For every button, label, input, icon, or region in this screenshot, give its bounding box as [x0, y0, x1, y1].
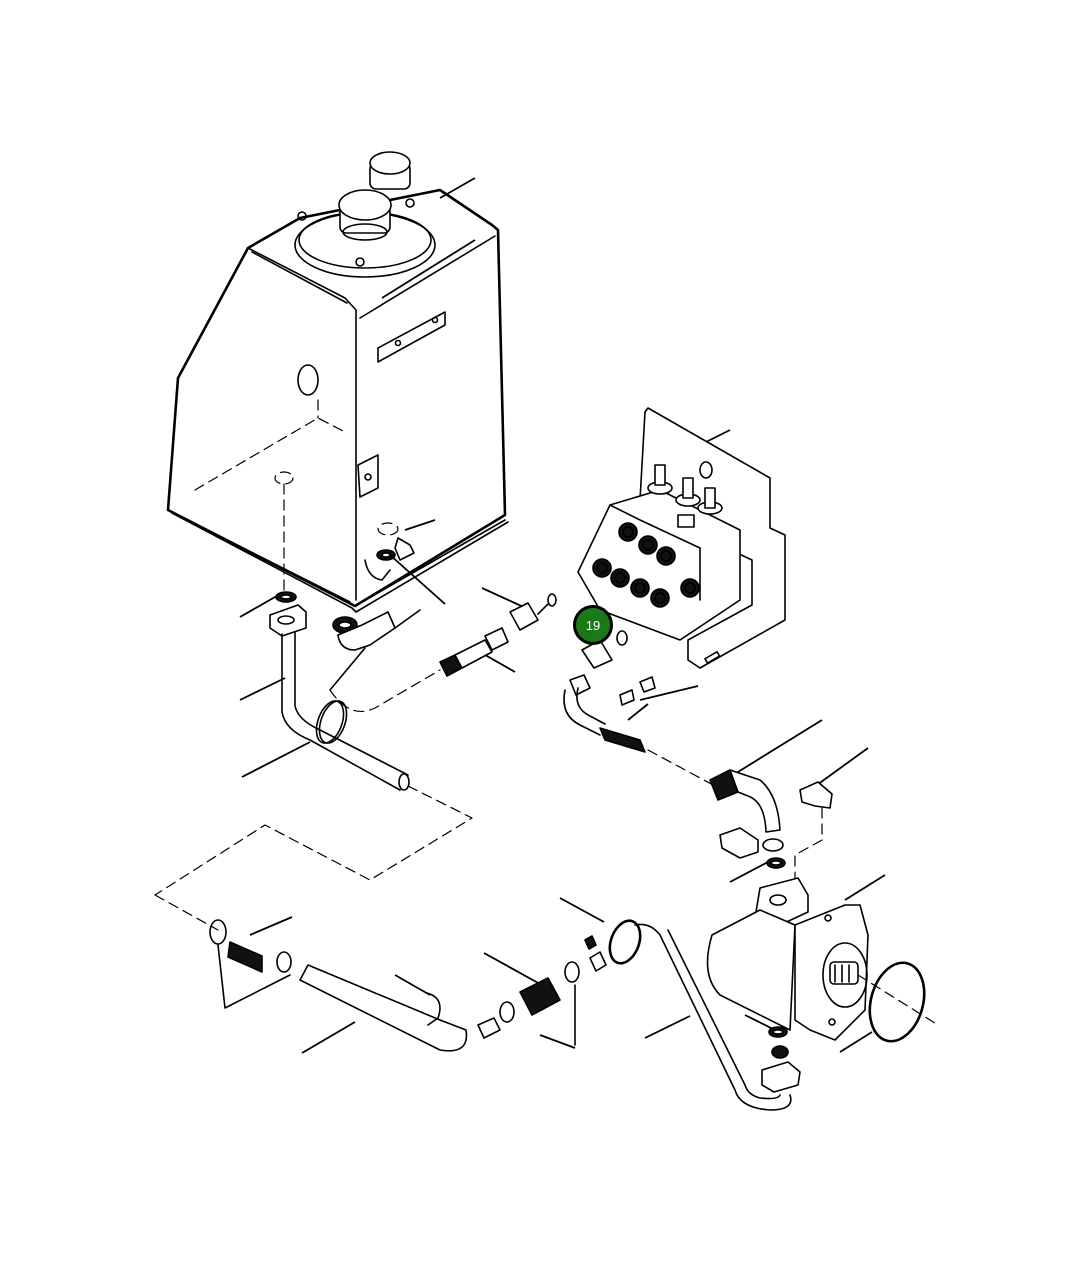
filler-cap-icon — [338, 189, 392, 241]
callout-badge-19[interactable]: 19 — [573, 605, 613, 645]
suction-hose-assembly[interactable] — [154, 894, 792, 1111]
spool-icons — [647, 461, 723, 528]
pressure-hose[interactable] — [563, 630, 833, 886]
suction-tube[interactable] — [154, 591, 473, 896]
sight-glass-icon — [297, 364, 319, 396]
hydraulic-pump[interactable] — [706, 877, 939, 1093]
leader-lines — [239, 177, 886, 1054]
breather-cap-icon — [369, 151, 411, 190]
control-valve-block[interactable] — [577, 407, 786, 669]
port-icons — [592, 522, 700, 608]
callout-number: 19 — [585, 617, 601, 633]
return-hose[interactable] — [329, 593, 557, 712]
hydraulic-tank[interactable] — [166, 151, 509, 613]
